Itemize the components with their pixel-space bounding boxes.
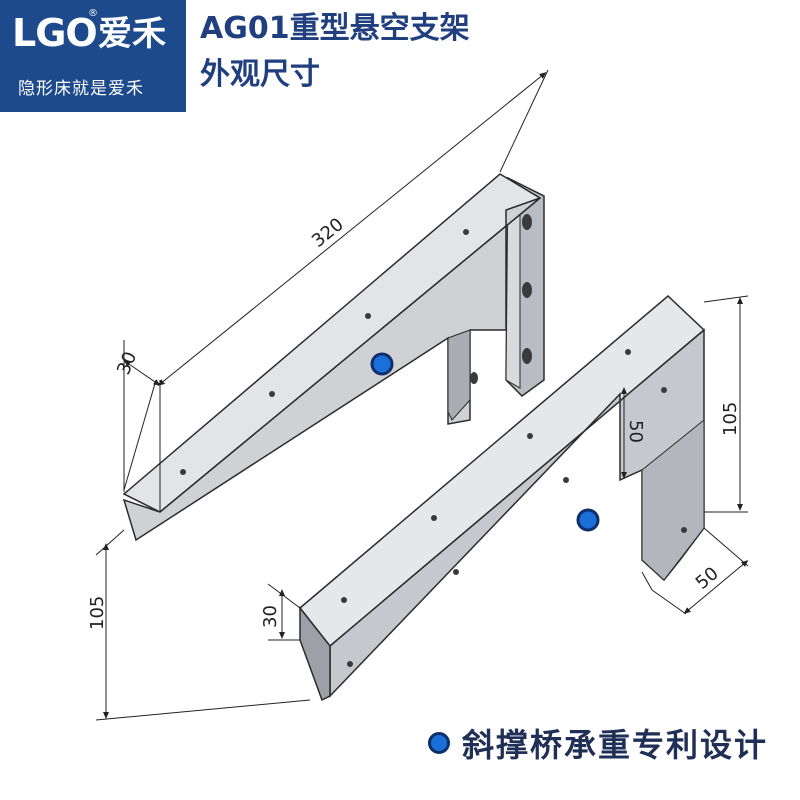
bullet-dot-icon xyxy=(428,732,450,754)
title-line-1: AG01重型悬空支架 xyxy=(200,11,470,46)
marker-dot-right xyxy=(576,508,600,532)
logo-brand-name: 爱禾 xyxy=(98,14,166,54)
feature-caption-text: 斜撑桥承重专利设计 xyxy=(462,726,769,764)
dim-length-label: 320 xyxy=(308,214,348,252)
dim-web-right-label: 50 xyxy=(625,420,646,443)
logo-mark: LGO xyxy=(12,11,98,55)
dim-flange-left-label: 30 xyxy=(113,349,141,378)
bracket-right xyxy=(298,294,706,702)
dim-base-right-label: 50 xyxy=(692,563,723,594)
dim-height-left-label: 105 xyxy=(87,596,108,630)
dim-flange-right-label: 30 xyxy=(260,605,281,628)
brand-logo: LGO ® 爱禾 隐形床就是爱禾 xyxy=(0,0,186,112)
dim-height-right-label: 105 xyxy=(720,402,741,436)
feature-caption: 斜撑桥承重专利设计 xyxy=(428,720,768,766)
marker-dot-left xyxy=(370,352,394,376)
registered-mark: ® xyxy=(88,8,98,19)
logo-tagline: 隐形床就是爱禾 xyxy=(18,79,144,99)
